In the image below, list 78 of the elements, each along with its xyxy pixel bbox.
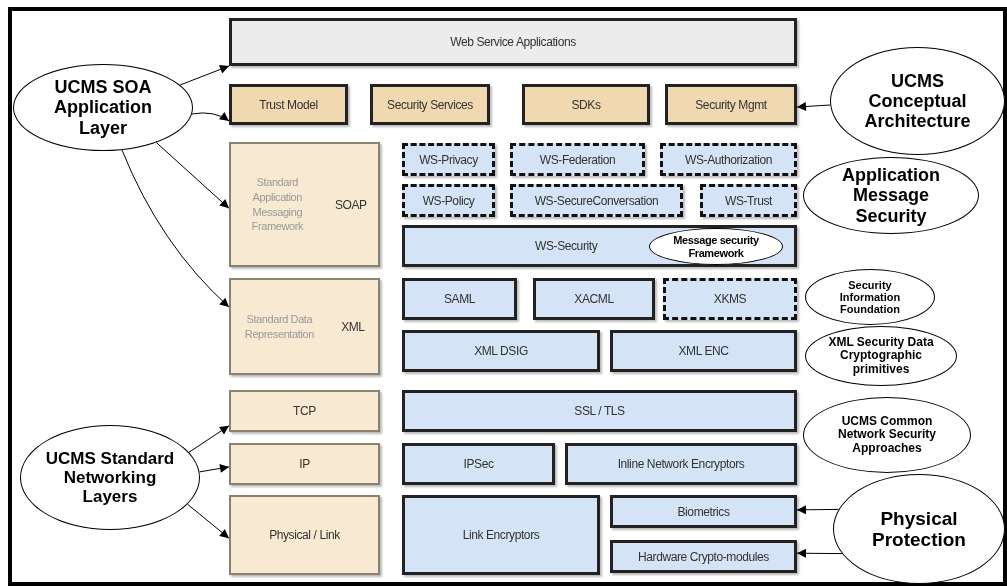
layer-label: TCP bbox=[293, 404, 316, 418]
dashed-layer-box bbox=[402, 184, 495, 217]
layer-box bbox=[402, 495, 600, 575]
layer-box bbox=[402, 330, 600, 372]
layer-label: Hardware Crypto-modules bbox=[638, 549, 769, 564]
layer-label: SDKs bbox=[571, 97, 601, 112]
layer-label: WS-Trust bbox=[725, 193, 772, 208]
arrow bbox=[188, 425, 230, 453]
layer-label: Security Services bbox=[387, 97, 473, 112]
dashed-layer-box bbox=[700, 184, 797, 217]
layer-box bbox=[229, 390, 380, 432]
layer-label: Biometrics bbox=[677, 504, 730, 519]
layer-box bbox=[610, 540, 797, 573]
arrow bbox=[191, 112, 230, 122]
layer-label: XACML bbox=[574, 292, 614, 306]
layer-label: Standard Data Representation bbox=[244, 311, 315, 342]
dashed-layer-box bbox=[663, 278, 797, 320]
callout-ellipse bbox=[833, 474, 1005, 584]
layer-label: Trust Model bbox=[259, 97, 318, 112]
layer-box bbox=[565, 443, 797, 485]
layer-label: IP bbox=[299, 457, 310, 471]
dashed-layer-box bbox=[402, 143, 495, 176]
callout-text: Message security Framework bbox=[672, 234, 760, 259]
component-tab bbox=[229, 84, 348, 125]
callout-text: Physical Protection bbox=[871, 507, 967, 551]
layer-label: WS-Policy bbox=[422, 193, 475, 208]
callout-text: XML Security Data Cryptographic primitives bbox=[827, 335, 935, 377]
layer-box bbox=[229, 495, 380, 575]
layer-box bbox=[402, 225, 797, 267]
component-tab bbox=[665, 84, 797, 125]
callout-text: UCMS Conceptual Architecture bbox=[863, 70, 972, 132]
layer-label: WS-Privacy bbox=[419, 152, 478, 167]
callout-text: Application Message Security bbox=[841, 165, 941, 226]
dashed-layer-box bbox=[510, 143, 645, 176]
arrow bbox=[121, 149, 230, 308]
layer-box bbox=[402, 443, 555, 485]
layer-label: Physical / Link bbox=[269, 528, 340, 542]
arrow bbox=[796, 505, 840, 515]
callout-text: UCMS Standard Networking Layers bbox=[44, 448, 176, 507]
layer-label: Link Encryptors bbox=[462, 528, 540, 542]
callout-text: UCMS Common Network Security Approaches bbox=[836, 414, 937, 456]
layer-box bbox=[402, 390, 797, 432]
layer-box bbox=[533, 278, 655, 320]
arrow bbox=[796, 101, 831, 111]
arrow bbox=[796, 548, 843, 558]
layer-label: Security Mgmt bbox=[695, 97, 767, 112]
layer-label: Inline Network Encryptors bbox=[617, 457, 745, 471]
dashed-layer-box bbox=[660, 143, 797, 176]
layer-label: WS-Security bbox=[535, 239, 598, 253]
layer-label: WS-Federation bbox=[539, 152, 616, 167]
arrow bbox=[179, 65, 230, 86]
arrow bbox=[155, 142, 230, 209]
dashed-layer-box bbox=[510, 184, 683, 217]
layer-box bbox=[229, 18, 797, 66]
layer-label: WS-SecureConversation bbox=[534, 193, 659, 208]
layer-box bbox=[229, 278, 380, 375]
layer-label: SOAP bbox=[334, 197, 367, 212]
callout-text: UCMS SOA Application Layer bbox=[53, 77, 153, 138]
component-tab bbox=[370, 84, 490, 125]
layer-label: XML bbox=[341, 319, 365, 334]
layer-label: XML DSIG bbox=[474, 344, 528, 358]
layer-label: IPSec bbox=[463, 457, 494, 471]
layer-box bbox=[610, 330, 797, 372]
arrow bbox=[199, 463, 230, 473]
layer-label: XKMS bbox=[713, 292, 747, 306]
layer-label: Web Service Applications bbox=[450, 35, 576, 49]
layer-label: SAML bbox=[443, 292, 476, 306]
layer-label: SSL / TLS bbox=[574, 404, 625, 418]
component-tab bbox=[522, 84, 650, 125]
layer-label: Standard Application Messaging Framework bbox=[250, 174, 305, 235]
layer-box bbox=[402, 278, 517, 320]
layer-box bbox=[610, 495, 797, 528]
layer-box bbox=[229, 443, 380, 485]
callout-text: Security Information Foundation bbox=[838, 278, 902, 316]
layer-label: WS-Authorization bbox=[685, 152, 772, 167]
layer-label: XML ENC bbox=[678, 344, 729, 358]
arrow bbox=[187, 503, 230, 539]
layer-box bbox=[229, 142, 380, 267]
